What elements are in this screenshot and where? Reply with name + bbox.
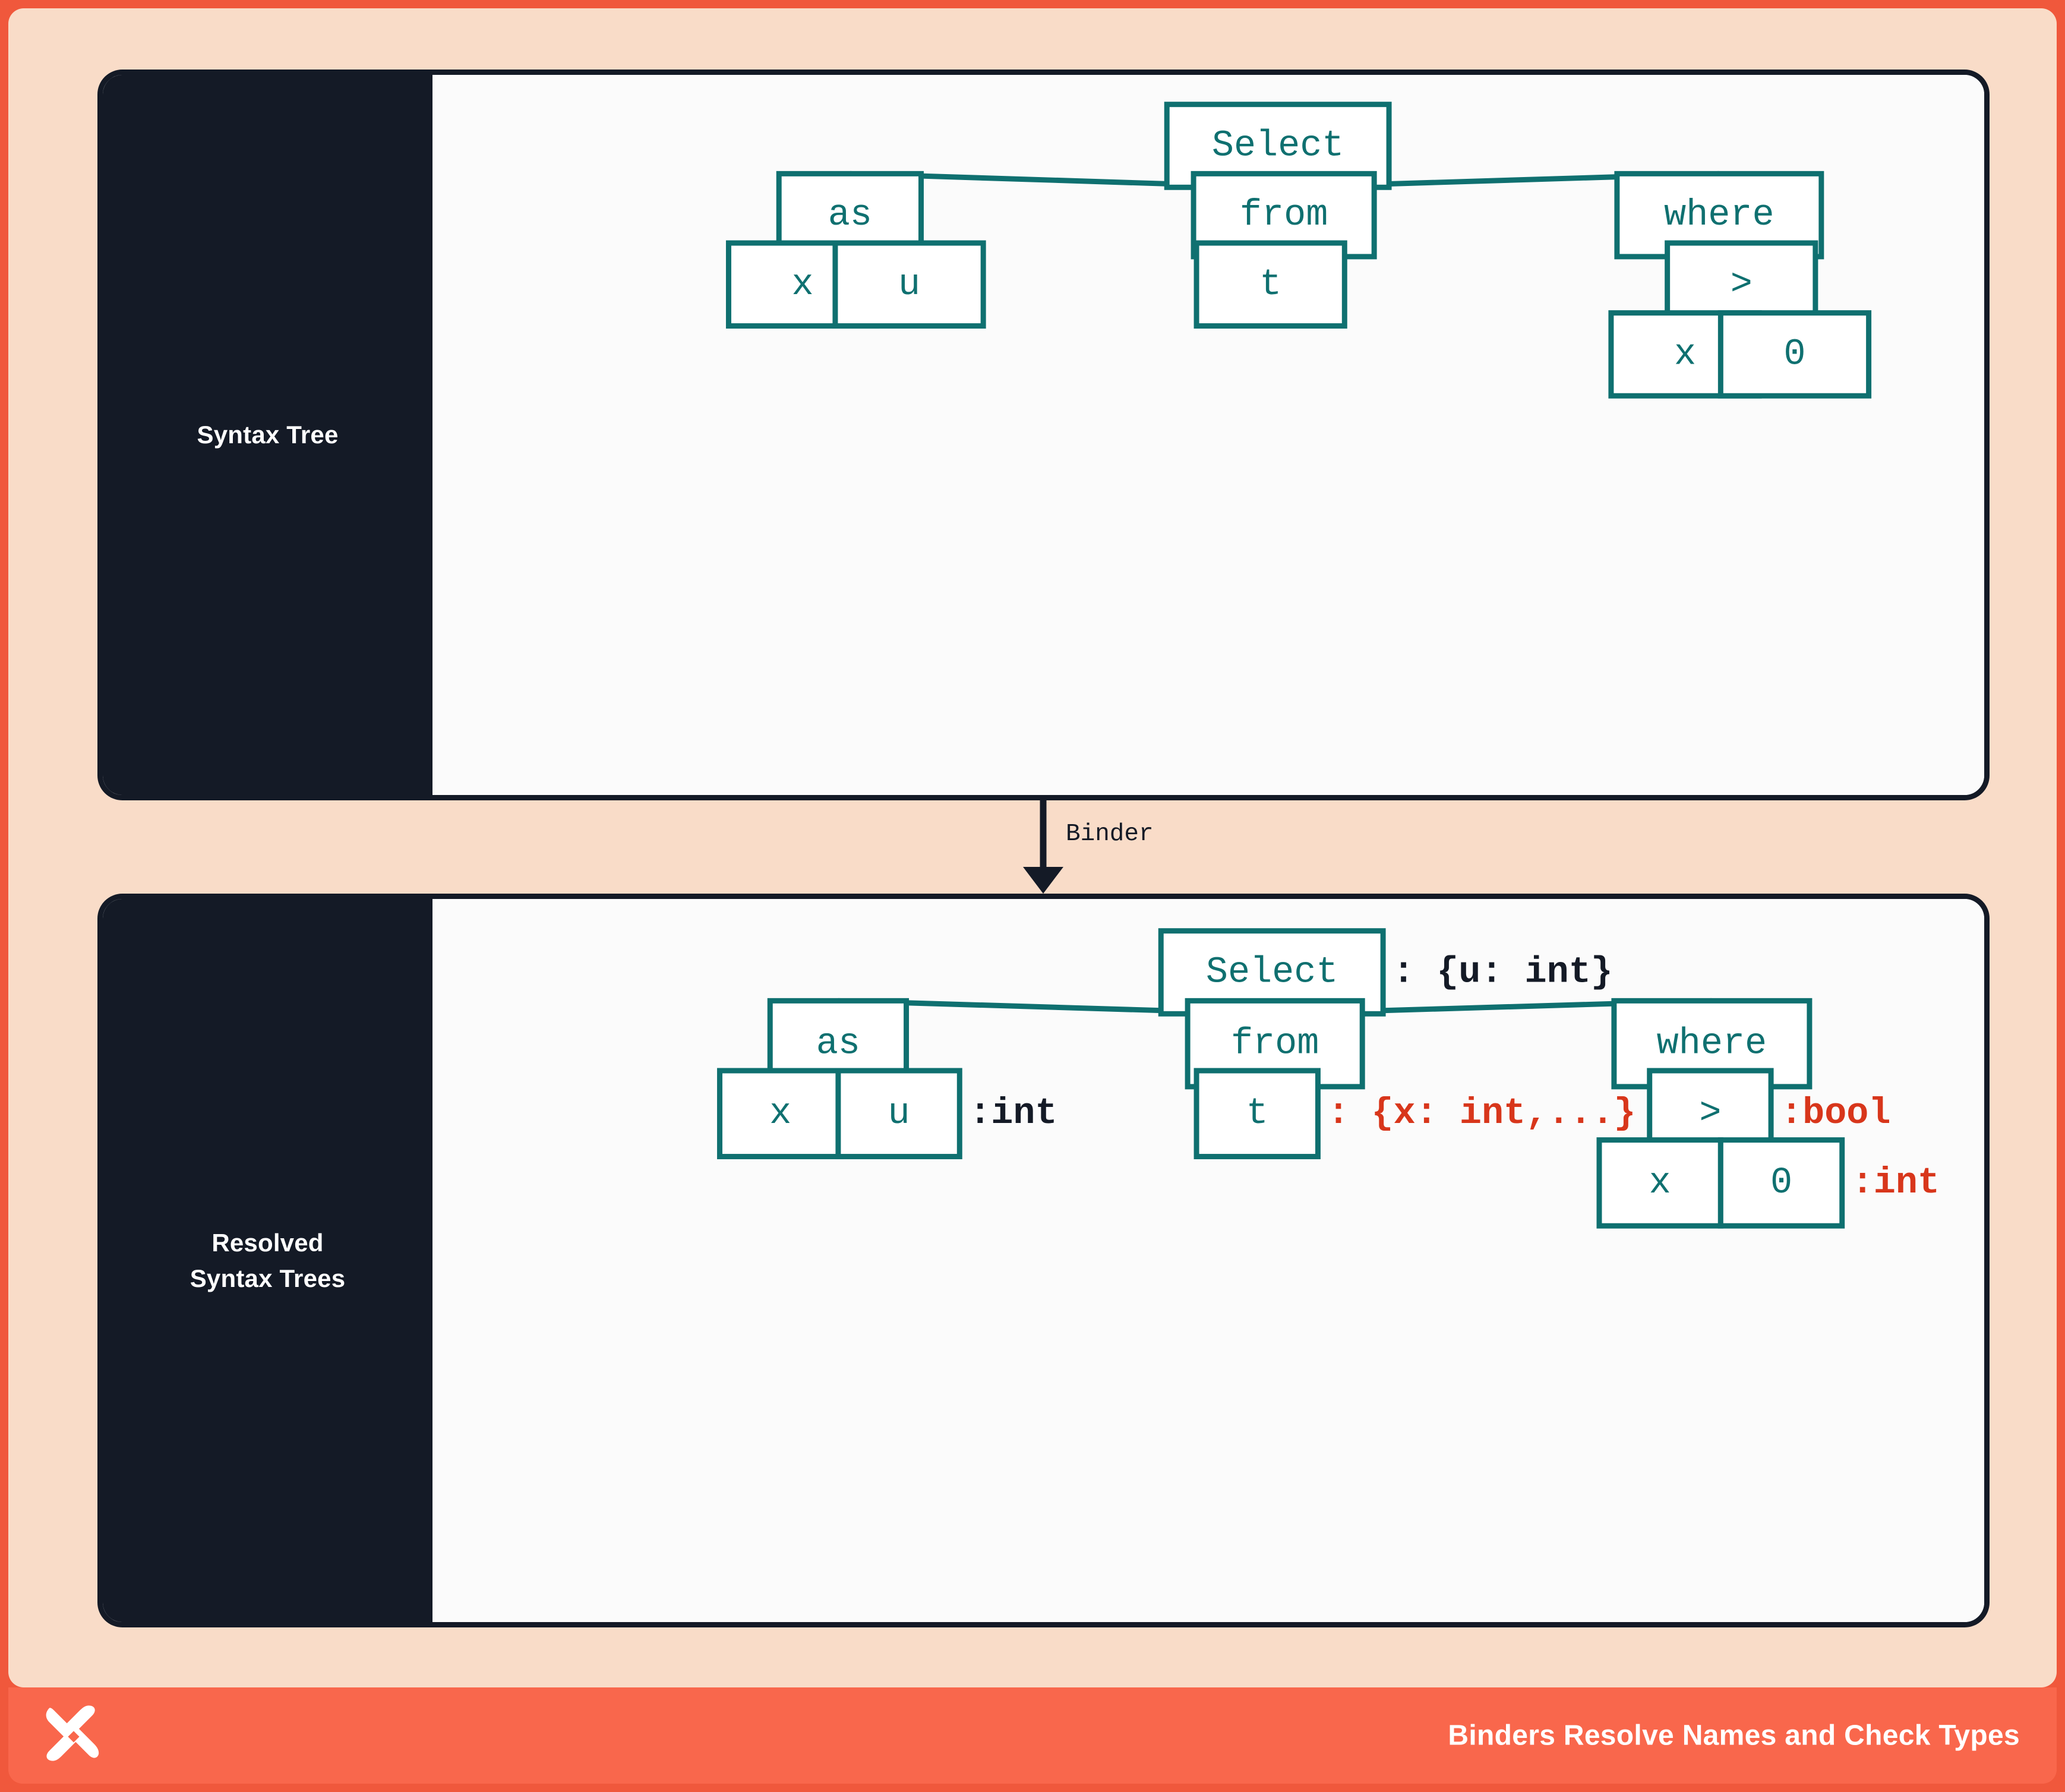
tree-node-box[interactable] [1193, 1068, 1321, 1160]
tree-node-label: from [1240, 194, 1328, 236]
tree-node-label: x [1674, 333, 1696, 375]
panel-sidebar-resolved-syntax-trees: Resolved Syntax Trees [103, 899, 432, 1622]
tree-node-label: as [828, 194, 872, 236]
panel-title-resolved-syntax-trees: Resolved Syntax Trees [190, 1228, 346, 1292]
tree-node-label: x [1649, 1162, 1671, 1204]
tree-node-box[interactable] [832, 240, 986, 329]
footer-title: Binders Resolve Names and Check Types [1448, 1720, 2020, 1752]
tree-node-label: > [1731, 264, 1753, 305]
tree-node-label: t [1259, 264, 1281, 305]
tree-node[interactable]: t [1193, 240, 1347, 329]
tree-node-label: as [816, 1023, 860, 1065]
tree-node-type-annotation: :int [1852, 1162, 1940, 1204]
panel-resolved-syntax-trees: Resolved Syntax Trees Select : {u: int} as… [97, 894, 1990, 1627]
tree-diagram-syntax-tree: Select as from where x u t > x 0 [725, 102, 1872, 399]
tree-node[interactable]: u [832, 240, 986, 329]
tree-node-label: u [898, 264, 920, 305]
tree-node-box[interactable] [1193, 240, 1347, 329]
binder-arrow-icon [1023, 800, 1063, 894]
tree-node[interactable]: u [835, 1068, 962, 1160]
tree-node-box[interactable] [835, 1068, 962, 1160]
tree-node[interactable]: 0 [1717, 1137, 1845, 1229]
footer-bar: Binders Resolve Names and Check Types [8, 1687, 2057, 1784]
tree-node[interactable]: 0 [1717, 310, 1872, 399]
tree-node-label: x [792, 264, 814, 305]
tree-canvas-syntax-tree: Select as from where x u t > x 0 [432, 75, 1984, 795]
panel-title-syntax-tree: Syntax Tree [197, 421, 339, 449]
tree-node-type-annotation: : {x: int,...} [1327, 1093, 1635, 1134]
tree-node-label: t [1246, 1093, 1268, 1134]
tree-node-type-annotation: :bool [1780, 1093, 1890, 1134]
tree-node-box[interactable] [717, 1068, 844, 1160]
tree-node-label: where [1657, 1023, 1767, 1065]
tree-node-label: u [888, 1093, 910, 1134]
tree-node-label: > [1699, 1093, 1721, 1134]
tree-canvas-resolved-syntax-trees: Select : {u: int} as from where x :int u :int t : … [432, 899, 1984, 1622]
tree-node-box[interactable] [1717, 1137, 1845, 1229]
tree-node-label: Select [1206, 951, 1338, 993]
binder-label: Binder [1066, 821, 1154, 848]
tree-node[interactable]: x [717, 1068, 844, 1160]
tree-node-label: 0 [1770, 1162, 1792, 1204]
slide-canvas: Syntax Tree Select as from where x u t > x 0 Bind… [8, 8, 2057, 1687]
tree-node-label: where [1664, 194, 1774, 236]
tree-node-label: 0 [1783, 333, 1805, 375]
tree-diagram-resolved-syntax-trees: Select : {u: int} as from where x :int u :int t : … [717, 928, 1940, 1229]
tree-node[interactable]: x [1596, 1137, 1723, 1229]
tree-node-label: from [1231, 1023, 1319, 1065]
panel-sidebar-syntax-tree: Syntax Tree [103, 75, 432, 795]
tree-node-box[interactable] [1717, 310, 1872, 399]
tree-node[interactable]: t [1193, 1068, 1321, 1160]
tree-node-label: Select [1212, 125, 1344, 166]
tree-node-box[interactable] [1596, 1137, 1723, 1229]
tree-node-label: x [769, 1093, 791, 1134]
tree-node-type-annotation: : {u: int} [1393, 951, 1613, 993]
tree-node-type-annotation: :int [969, 1093, 1057, 1134]
x-mark-logo-icon [46, 1705, 99, 1761]
panel-syntax-tree: Syntax Tree Select as from where x u t > x 0 [97, 70, 1990, 800]
binder-transition [97, 800, 1990, 894]
